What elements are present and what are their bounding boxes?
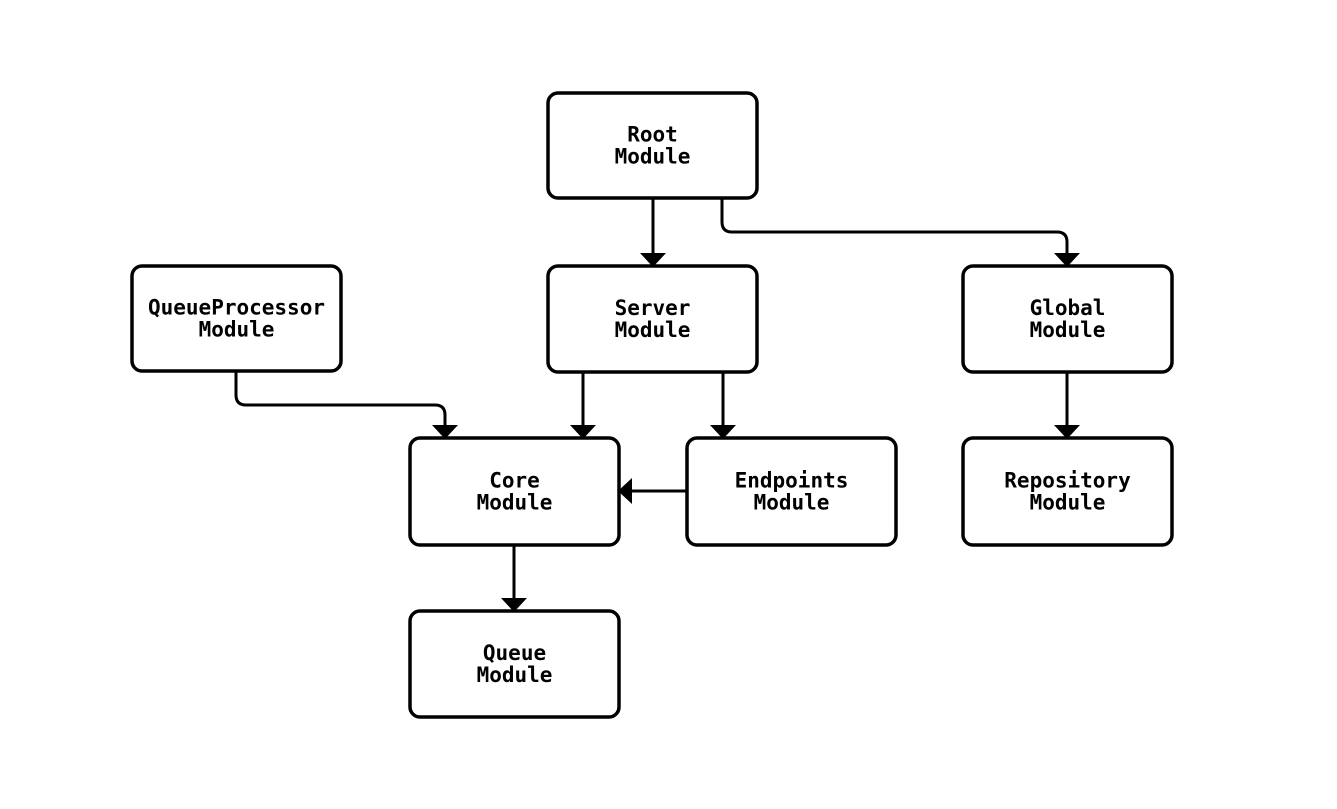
node-box <box>685 436 898 547</box>
node-box <box>546 91 759 200</box>
edge-root-global <box>720 198 1080 267</box>
node-box <box>130 264 343 373</box>
node-box <box>961 264 1174 374</box>
edges-layer <box>234 198 1080 612</box>
node-box <box>546 264 759 374</box>
edge-queueProcessor-core <box>234 371 458 439</box>
node-box <box>408 609 621 719</box>
node-box <box>408 436 621 547</box>
node-box <box>961 436 1174 547</box>
